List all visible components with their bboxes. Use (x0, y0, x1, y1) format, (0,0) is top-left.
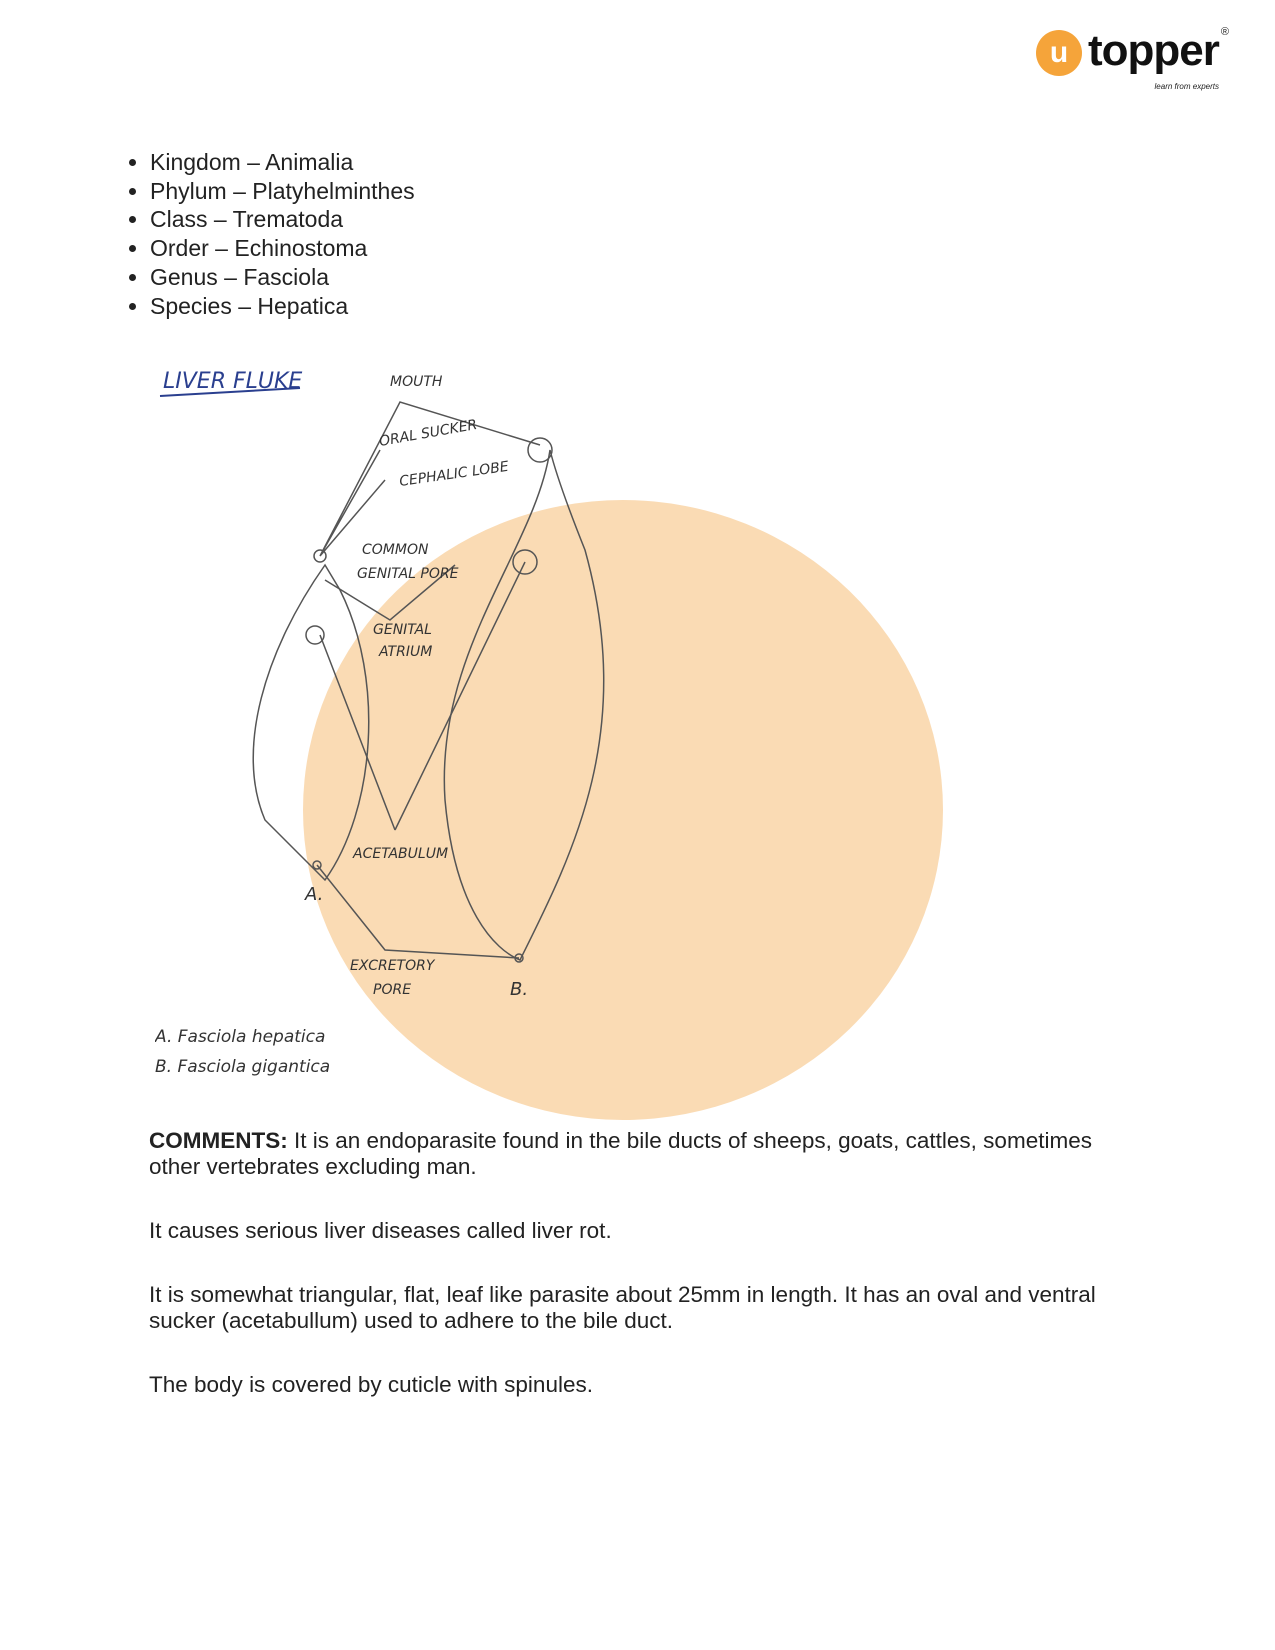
taxonomy-item: Order – Echinostoma (150, 234, 415, 263)
taxonomy-list: Kingdom – Animalia Phylum – Platyhelmint… (112, 148, 415, 320)
label-cephalic-lobe: CEPHALIC LOBE (398, 459, 509, 490)
comments-paragraph-4: The body is covered by cuticle with spin… (149, 1372, 593, 1397)
comments-paragraph-2: It causes serious liver diseases called … (149, 1218, 612, 1243)
label-genital-pore: GENITAL PORE (357, 566, 459, 582)
comments-paragraph-1: COMMENTS: It is an endoparasite found in… (149, 1128, 1129, 1180)
logo-tagline: learn from experts (1154, 82, 1219, 91)
specimen-a-outline (252, 563, 370, 882)
taxonomy-item: Genus – Fasciola (150, 263, 415, 292)
logo-text: topper (1088, 26, 1220, 75)
comments-paragraph-3: It is somewhat triangular, flat, leaf li… (149, 1282, 1096, 1333)
liver-fluke-drawing: LIVER FLUKE MOUTH ORAL SUCKER CEPHALIC L… (155, 369, 605, 1077)
taxonomy-item: Species – Hepatica (150, 292, 415, 321)
label-atrium: ATRIUM (378, 644, 432, 660)
logo-registered: ® (1220, 26, 1229, 38)
taxonomy-item: Class – Trematoda (150, 205, 415, 234)
label-a: A. (304, 884, 323, 905)
label-acetabulum: ACETABULUM (352, 846, 448, 862)
label-common: COMMON (362, 542, 429, 558)
drawing-title: LIVER FLUKE (163, 369, 302, 394)
label-b: B. (510, 979, 528, 1000)
topper-logo: u topper ® learn from experts (1036, 26, 1229, 91)
label-pore: PORE (373, 982, 411, 998)
comments-text: It is an endoparasite found in the bile … (149, 1128, 1092, 1179)
label-excretory: EXCRETORY (350, 958, 436, 974)
specimen-b-outline (443, 449, 605, 961)
label-oral-sucker: ORAL SUCKER (378, 417, 479, 450)
label-genital: GENITAL (373, 622, 432, 638)
legend-a: A. Fasciola hepatica (155, 1027, 325, 1047)
logo-mark: u (1036, 30, 1082, 76)
comments-heading: COMMENTS: (149, 1128, 288, 1153)
legend-b: B. Fasciola gigantica (155, 1057, 330, 1077)
taxonomy-item: Kingdom – Animalia (150, 148, 415, 177)
label-mouth: MOUTH (390, 374, 443, 390)
taxonomy-item: Phylum – Platyhelminthes (150, 177, 415, 206)
